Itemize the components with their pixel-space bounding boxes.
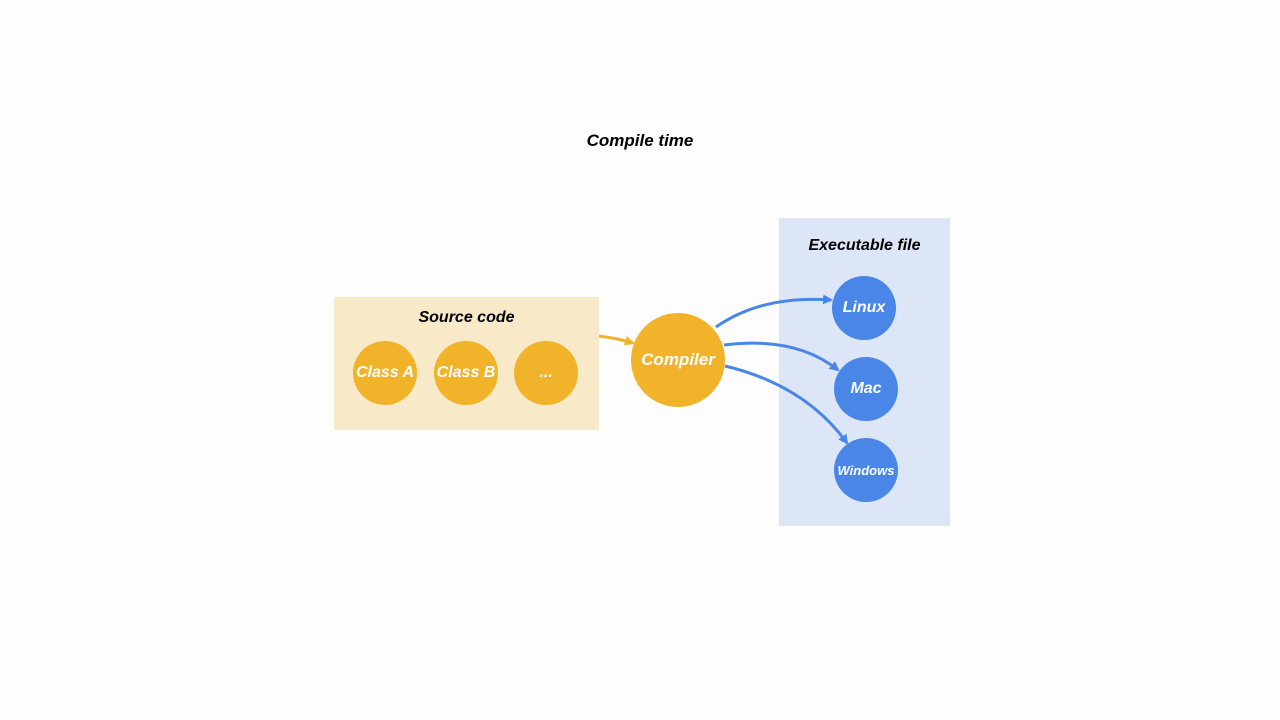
linux-node: Linux [832, 276, 896, 340]
class-b-node: Class B [434, 341, 498, 405]
ellipsis-node: ... [514, 341, 578, 405]
diagram-title: Compile time [586, 131, 694, 150]
arrow-source-to-compiler [598, 334, 635, 346]
executable-file-label: Executable file [808, 237, 921, 254]
class-a-node: Class A [353, 341, 417, 405]
compiler-node: Compiler [631, 313, 725, 407]
source-code-label: Source code [418, 309, 515, 326]
windows-node: Windows [834, 438, 898, 502]
mac-node: Mac [834, 357, 898, 421]
